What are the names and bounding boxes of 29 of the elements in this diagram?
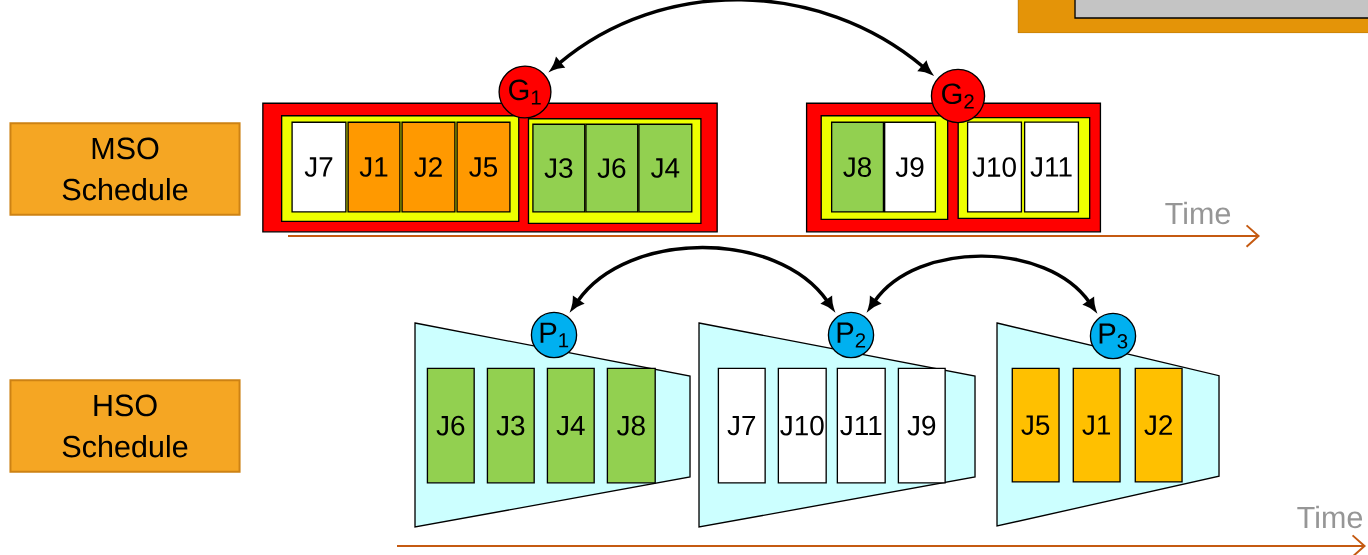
job-box: J11	[836, 367, 886, 484]
curved-arrow	[571, 245, 834, 310]
job-box: J2	[1134, 367, 1183, 483]
job-box: J7	[291, 121, 347, 213]
job-box: J7	[717, 367, 766, 484]
job-box: J1	[1072, 367, 1121, 483]
job-box: J3	[532, 123, 586, 213]
job-box: J4	[546, 367, 595, 484]
job-box: J5	[1011, 367, 1060, 483]
job-box: J10	[966, 121, 1023, 213]
job-box: J2	[401, 121, 456, 213]
job-box: J3	[486, 367, 535, 484]
axis-label: Time	[1297, 505, 1363, 529]
job-box: J8	[830, 121, 885, 213]
job-box: J6	[585, 123, 639, 213]
schedule-label-box: MSO Schedule	[9, 122, 241, 216]
curved-arrow	[868, 254, 1096, 311]
axis-label: Time	[1165, 201, 1231, 225]
job-box: J5	[456, 121, 511, 213]
job-box: J9	[897, 367, 946, 484]
job-box: J9	[884, 121, 937, 213]
job-box: J1	[347, 121, 401, 213]
job-box: J11	[1023, 121, 1080, 213]
job-box: J8	[606, 367, 656, 484]
job-box: J10	[777, 367, 827, 484]
schedule-label-box: HSO Schedule	[9, 379, 241, 473]
curved-arrow	[551, 0, 932, 75]
job-box: J6	[426, 367, 475, 484]
job-box: J4	[638, 123, 693, 213]
